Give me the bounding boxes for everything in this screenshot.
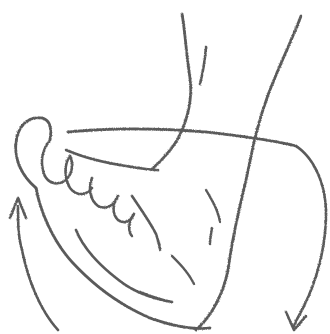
interior-marks	[140, 190, 220, 302]
sole-outline	[36, 188, 210, 329]
mark-4	[140, 292, 172, 302]
toe-5	[129, 214, 134, 236]
ankle-crossline	[68, 129, 296, 146]
mark-1	[206, 190, 220, 222]
leg-left-dash	[200, 47, 206, 84]
leg-left-line	[152, 14, 191, 169]
leg-lines	[152, 14, 301, 330]
leg-right-line	[196, 16, 301, 330]
toe-top-line	[66, 150, 158, 170]
toe-detail-1	[132, 196, 160, 250]
mark-2	[210, 228, 212, 244]
mark-3	[172, 256, 194, 284]
toe-strokes	[42, 140, 160, 250]
arrow-right-curve	[294, 146, 326, 326]
arrow-left-curve	[18, 206, 58, 330]
